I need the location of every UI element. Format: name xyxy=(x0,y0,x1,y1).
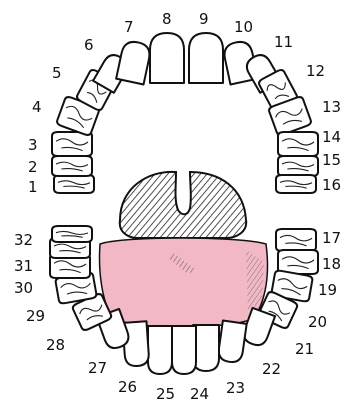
tooth-17 xyxy=(276,229,316,251)
tooth-number-1: 1 xyxy=(28,178,38,196)
tooth-24 xyxy=(172,326,196,374)
tooth-number-25: 25 xyxy=(156,385,175,403)
tooth-number-9: 9 xyxy=(199,10,209,28)
tongue xyxy=(100,238,268,327)
tooth-number-2: 2 xyxy=(28,158,38,176)
tooth-number-7: 7 xyxy=(124,18,134,36)
tooth-number-23: 23 xyxy=(226,379,245,397)
tooth-16 xyxy=(276,175,316,193)
tooth-number-32: 32 xyxy=(14,231,33,249)
tooth-number-8: 8 xyxy=(162,10,172,28)
tooth-number-12: 12 xyxy=(306,62,325,80)
tooth-number-19: 19 xyxy=(318,281,337,299)
tooth-number-28: 28 xyxy=(46,336,65,354)
tooth-number-13: 13 xyxy=(322,98,341,116)
upper-arch xyxy=(52,33,318,193)
tooth-number-5: 5 xyxy=(52,64,62,82)
tooth-number-11: 11 xyxy=(274,33,293,51)
tooth-number-10: 10 xyxy=(234,18,253,36)
tooth-15 xyxy=(278,156,318,176)
tooth-number-18: 18 xyxy=(322,255,341,273)
tooth-number-15: 15 xyxy=(322,151,341,169)
tooth-number-26: 26 xyxy=(118,378,137,396)
tooth-14 xyxy=(278,132,318,156)
tooth-number-29: 29 xyxy=(26,307,45,325)
tooth-number-21: 21 xyxy=(295,340,314,358)
tooth-number-17: 17 xyxy=(322,229,341,247)
tooth-number-30: 30 xyxy=(14,279,33,297)
tooth-22 xyxy=(217,321,246,364)
tooth-2 xyxy=(52,156,92,176)
tooth-number-31: 31 xyxy=(14,257,33,275)
palate-area xyxy=(120,172,246,238)
tooth-number-22: 22 xyxy=(262,360,281,378)
tooth-number-14: 14 xyxy=(322,128,341,146)
tooth-25 xyxy=(148,326,172,374)
tooth-number-6: 6 xyxy=(84,36,94,54)
tooth-32 xyxy=(52,226,92,242)
tooth-number-16: 16 xyxy=(322,176,341,194)
tooth-1 xyxy=(54,175,94,193)
tooth-number-3: 3 xyxy=(28,136,38,154)
tooth-number-20: 20 xyxy=(308,313,327,331)
tooth-8 xyxy=(150,33,184,83)
tooth-7 xyxy=(116,40,152,85)
tooth-number-24: 24 xyxy=(190,385,209,403)
tooth-9 xyxy=(189,33,223,83)
tooth-number-4: 4 xyxy=(32,98,42,116)
tooth-number-27: 27 xyxy=(88,359,107,377)
